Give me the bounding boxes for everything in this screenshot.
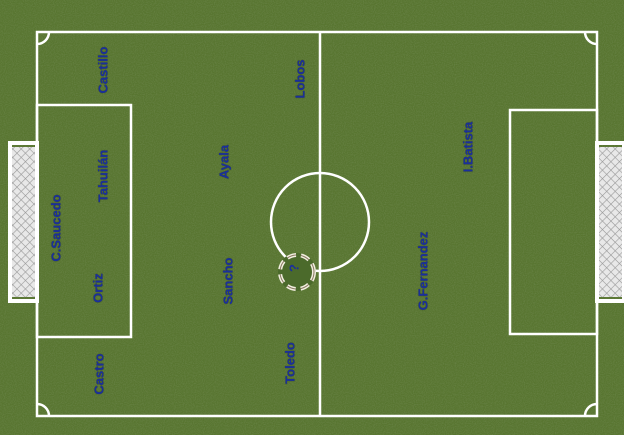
left-goal [10, 143, 37, 301]
player-g-fernandez[interactable]: G.Fernandez [416, 232, 431, 311]
player-i-batista[interactable]: I.Batista [461, 122, 476, 173]
player-c-saucedo[interactable]: C.Saucedo [49, 194, 64, 261]
ball-marker: ? [287, 264, 302, 272]
player-toledo[interactable]: Toledo [283, 342, 298, 384]
player-castro[interactable]: Castro [92, 353, 107, 394]
ball[interactable] [278, 253, 316, 291]
player-ortiz[interactable]: Ortiz [91, 273, 106, 303]
player-ayala[interactable]: Ayala [217, 145, 232, 179]
player-sancho[interactable]: Sancho [221, 258, 236, 305]
player-castillo[interactable]: Castillo [96, 47, 111, 94]
right-goal [597, 143, 624, 301]
player-tahuilan[interactable]: Tahuilán [96, 150, 111, 202]
player-lobos[interactable]: Lobos [293, 60, 308, 99]
